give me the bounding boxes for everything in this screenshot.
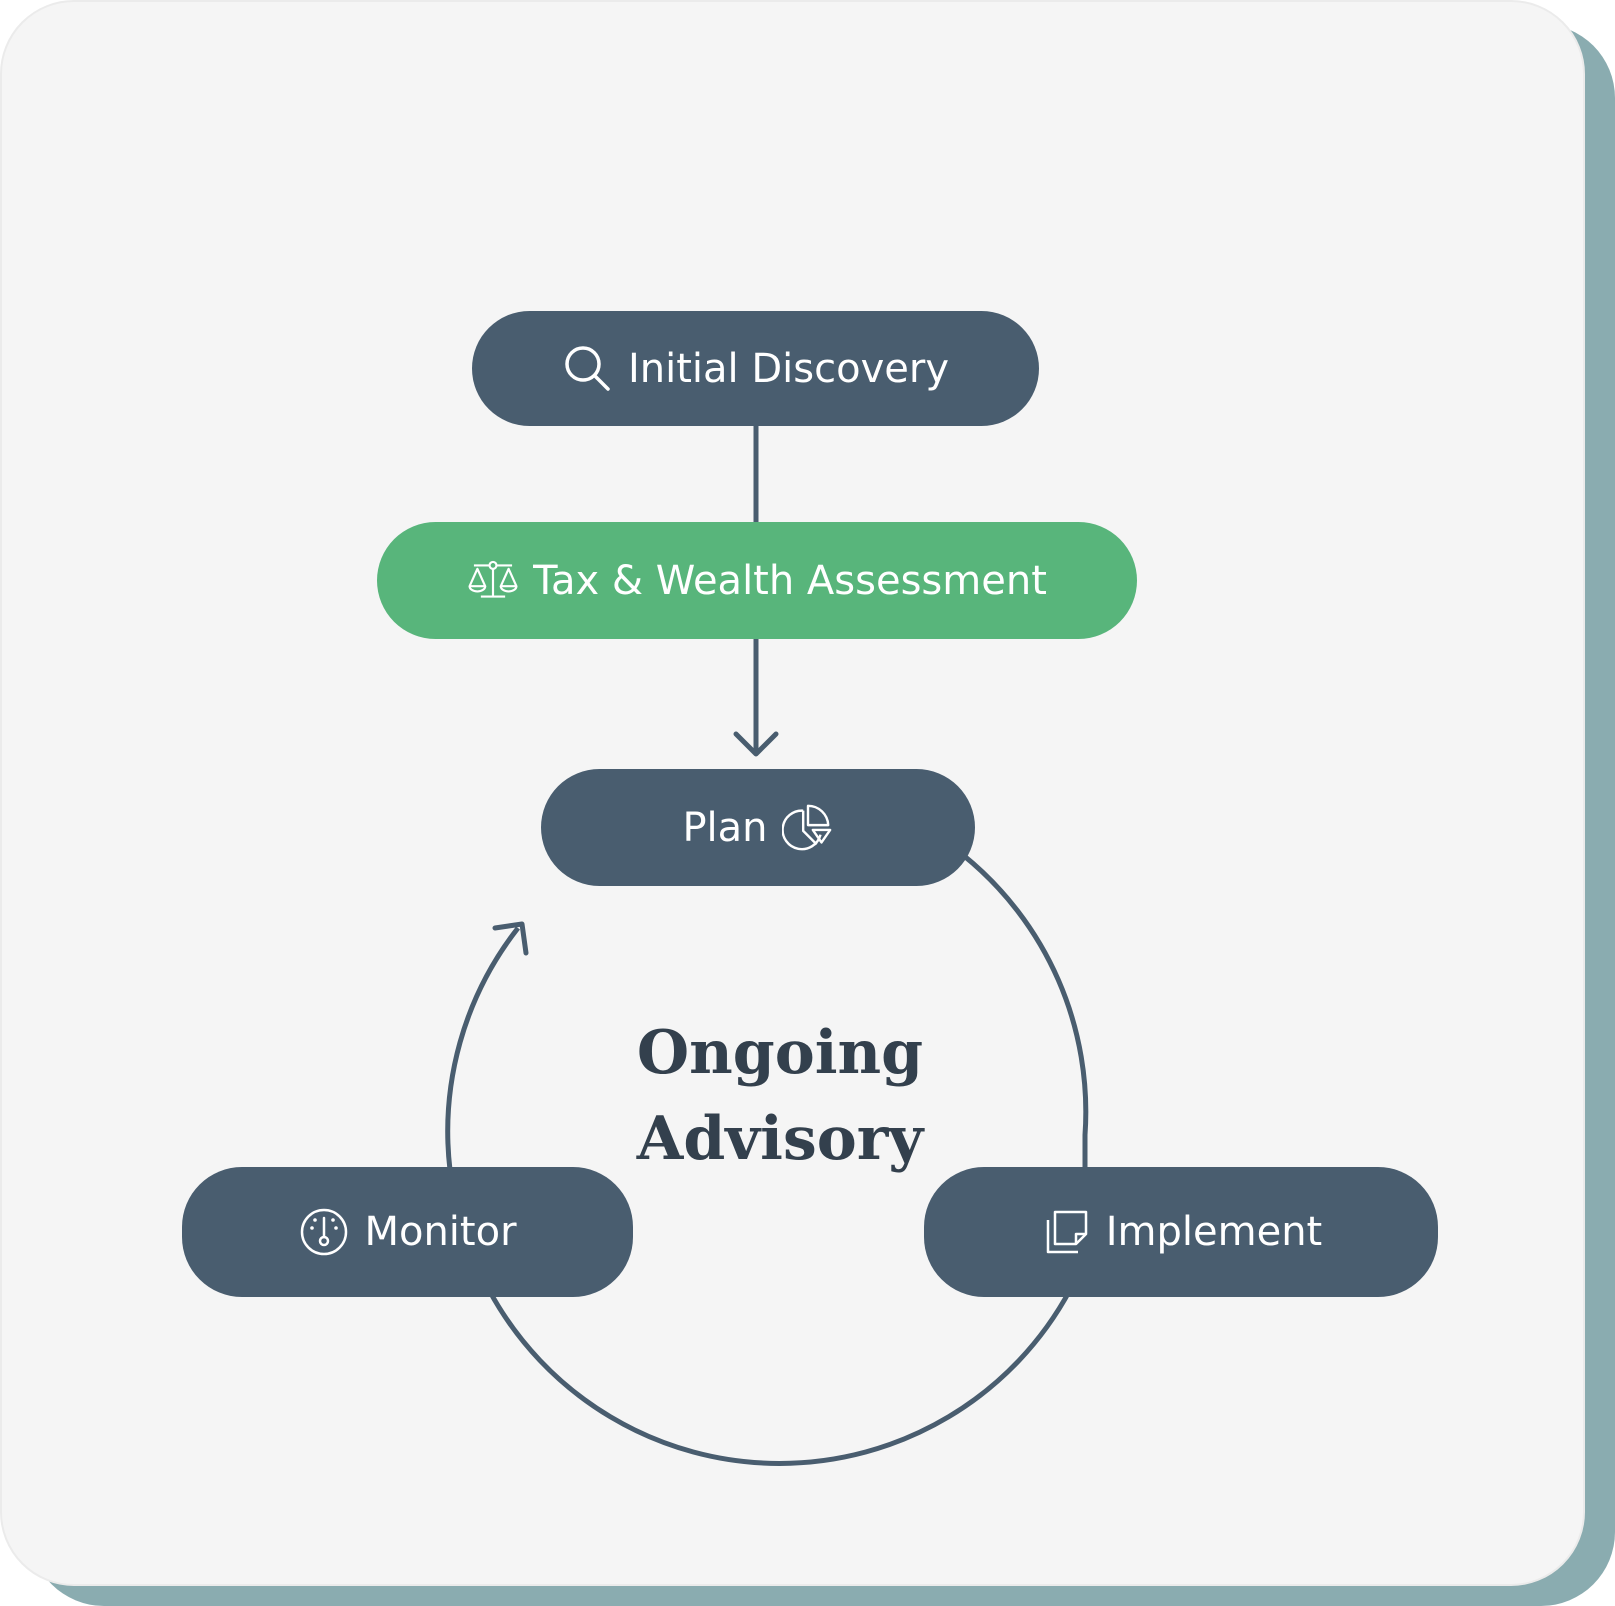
node-label: Monitor [364,1209,517,1255]
node-implement: Implement [924,1167,1438,1297]
cycle-arc-right [961,853,1089,1200]
cycle-arrowhead [492,921,529,956]
node-plan: Plan [541,769,975,886]
cycle-arc-bottom [486,1288,1073,1466]
node-label: Plan [682,804,768,851]
cycle-title-line1: Ongoing [636,1018,924,1088]
gauge-icon [298,1206,350,1258]
arrowhead-down [733,731,779,757]
cycle-title-line2: Advisory [636,1104,924,1174]
magnifier-icon [562,343,614,395]
node-monitor: Monitor [182,1167,633,1297]
cycle-title: Ongoing Advisory [560,1010,1000,1182]
copy-document-icon [1040,1206,1092,1258]
balance-scale-icon [467,555,519,607]
node-initial-discovery: Initial Discovery [472,311,1039,426]
node-label: Tax & Wealth Assessment [533,557,1047,604]
node-label: Initial Discovery [627,345,949,392]
node-label: Implement [1105,1209,1323,1255]
cycle-arc-left [445,926,520,1171]
pie-chart-icon [781,802,834,854]
node-tax-wealth-assessment: Tax & Wealth Assessment [377,522,1137,639]
